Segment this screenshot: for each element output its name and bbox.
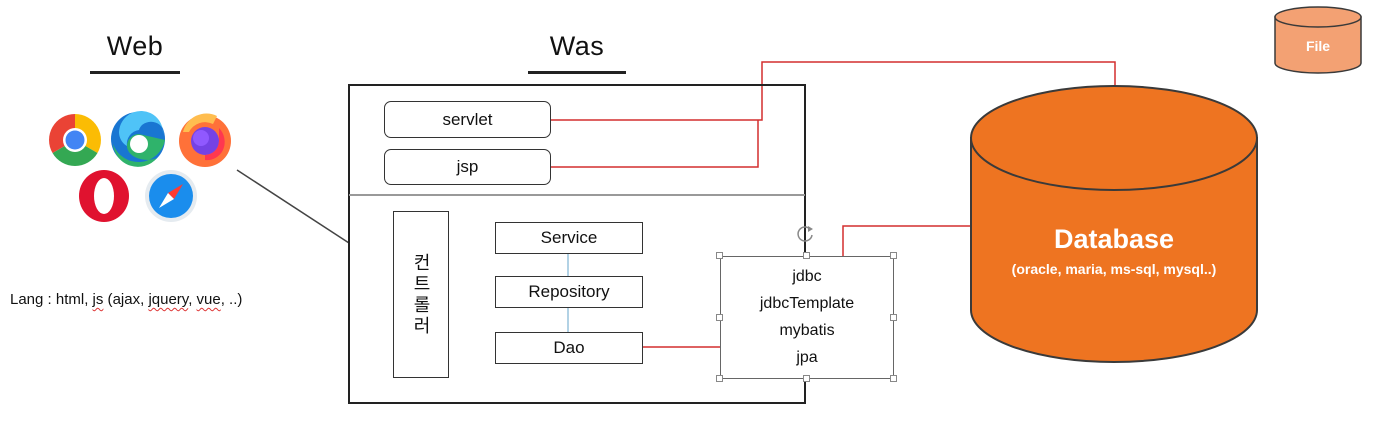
- language-list: Lang : html, js (ajax, jquery, vue, ..): [10, 291, 242, 308]
- was-divider: [349, 194, 805, 196]
- lang-open: (: [103, 291, 113, 308]
- firefox-icon: [179, 113, 231, 167]
- database-title: Database: [1053, 224, 1175, 254]
- access-item-jpa: jpa: [796, 349, 818, 367]
- access-item-jdbc: jdbc: [792, 267, 822, 285]
- browser-icons: [45, 110, 235, 225]
- resize-handle[interactable]: [803, 252, 810, 259]
- web-heading-underline: [90, 71, 180, 74]
- servlet-db-line: [551, 61, 1116, 121]
- edge-icon: [111, 110, 165, 167]
- web-to-was-line: [236, 169, 350, 244]
- safari-icon: [145, 170, 197, 222]
- lang-prefix: Lang : html,: [10, 291, 93, 308]
- jsp-db-line: [551, 120, 759, 168]
- resize-handle[interactable]: [716, 375, 723, 382]
- lang-sep1: ,: [140, 291, 149, 308]
- chrome-icon: [49, 114, 101, 166]
- resize-handle[interactable]: [890, 314, 897, 321]
- opera-icon: [79, 170, 129, 222]
- database-cylinder: [970, 85, 1258, 363]
- lang-tail: , ..): [220, 291, 243, 308]
- lang-js: js: [92, 291, 104, 308]
- access-db-line: [842, 225, 972, 256]
- resize-handle[interactable]: [803, 375, 810, 382]
- web-heading: Web: [106, 31, 164, 61]
- lang-ajax: ajax: [112, 291, 141, 308]
- dao-box: Dao: [495, 332, 643, 364]
- access-item-mybatis: mybatis: [779, 322, 835, 340]
- database-subtitle: (oracle, maria, ms-sql, mysql..): [1011, 261, 1217, 277]
- lang-vue: vue: [196, 291, 221, 308]
- resize-handle[interactable]: [716, 252, 723, 259]
- access-item-jdbctemplate: jdbcTemplate: [759, 294, 855, 312]
- jsp-box: jsp: [384, 149, 551, 185]
- servlet-box: servlet: [384, 101, 551, 138]
- lang-sep2: ,: [188, 291, 197, 308]
- repository-box: Repository: [495, 276, 643, 308]
- file-cylinder: [1274, 6, 1362, 74]
- resize-handle[interactable]: [890, 252, 897, 259]
- service-box: Service: [495, 222, 643, 254]
- resize-handle[interactable]: [716, 314, 723, 321]
- was-container: [348, 84, 806, 404]
- rotate-handle-icon[interactable]: [796, 225, 816, 243]
- controller-box: 컨트롤러: [393, 211, 449, 378]
- file-label: File: [1305, 38, 1331, 54]
- resize-handle[interactable]: [890, 375, 897, 382]
- lang-jquery: jquery: [148, 291, 189, 308]
- was-heading-underline: [528, 71, 626, 74]
- controller-label: 컨트롤러: [411, 252, 431, 337]
- was-heading: Was: [549, 31, 605, 61]
- data-access-box[interactable]: jdbc jdbcTemplate mybatis jpa: [720, 256, 894, 379]
